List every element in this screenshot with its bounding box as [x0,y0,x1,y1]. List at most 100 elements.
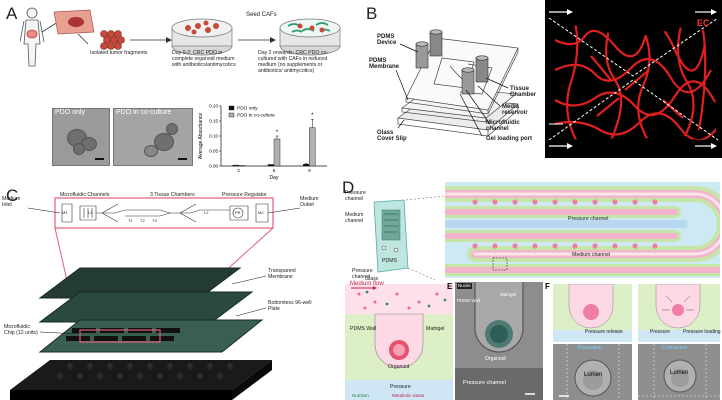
e-pdms-wall-label: PDMS Wall [457,298,480,303]
panel-c-letter: C [6,186,19,205]
pressure-loading-schematic [638,284,720,342]
pressure-release-label: Pressure release [585,329,623,335]
organoid-micrograph-graphic [455,282,543,400]
pdms-membrane-label: PDMS Membrane [369,58,400,70]
scale-bar [95,158,104,160]
m2-label: M2 [258,210,264,215]
vessel-network-graphic [548,9,719,149]
pressure-label: Pressure [390,384,411,390]
medium-channel-left-label: Medium channel [345,212,364,224]
pressure-release-schematic [553,284,632,342]
bar [273,138,281,167]
gel-loading-port-label: Gel loading port [486,136,532,142]
microfluidic-device-drawing [395,29,519,137]
step-day2-label: Day 2 onwards: CRC PDO co-cultured with … [258,50,329,74]
pressure-channel-top-label: Pressure channel [345,190,366,202]
legend-swatch [228,112,235,118]
medium-inlet-label: Medium Inlet [2,196,21,208]
legend-swatch [228,105,235,111]
serpentine-channel-graphic [445,182,720,278]
step-isolated-label: Isolated tumor fragments [90,50,148,56]
organoid-label: Organoid [388,364,410,370]
micrograph-pdo-only-label: PDO only [55,109,85,116]
bar [238,165,245,167]
significance-marker: * [311,113,314,119]
step-day0-label: Day 0-2: CRC PDO in complete organoid me… [172,50,236,68]
relaxation-label: Relaxation [578,345,602,351]
panel-b-letter: B [366,4,378,23]
ec-label: EC [697,18,710,28]
pressure-label-2: Pressure [650,329,671,335]
bar [267,164,275,167]
relaxation-micrograph [553,344,632,400]
endothelial-network-image: EC [545,0,722,158]
media-reservoir-tubes [415,29,489,95]
y-tick-label: 0.15 [209,119,218,124]
relaxation-micrograph-graphic [553,344,632,400]
t1-label: T1 [128,218,133,223]
step-seed-label: Seed CAFs [246,12,277,18]
tumor-fragments-icon [100,30,125,50]
pdms-device-label: PDMS Device [377,34,397,46]
pressure-channel-left-label: Pressure channel [352,268,373,280]
metabolic-waste-label: Metabolic waste [392,393,425,398]
microfluidic-chip-label: Microfluidic Chip (12 units) [4,324,38,336]
micrograph-pdo-only [52,108,110,166]
e-pressure-channel-label: Pressure channel [463,380,506,386]
organoid-micrograph [455,282,543,400]
pr-label: PR [235,210,241,215]
tissue-chambers-label: 3 Tissue Chambers [150,192,195,198]
culture-dish-day0-icon [171,18,233,56]
panel-a-workflow-graphic [20,7,341,67]
e-matrigel-label: Matrigel [500,292,517,297]
x-axis-label: Day [270,175,279,180]
contraction-micrograph-graphic [638,344,720,400]
pressure-regulator-label: Pressure Regulator [222,192,267,198]
t2-label: T2 [140,218,145,223]
zoom-medium-channel-label: Medium channel [572,252,611,258]
bar [309,127,316,167]
zoom-pressure-channel-label: Pressure channel [568,216,609,222]
l1-label: L1 [88,210,93,215]
chip-unit-schematic-frame [54,197,274,229]
pressure-loading-label: Pressure loading [683,329,721,335]
pdms-label: PDMS [382,258,397,264]
micrograph-coculture-label: PDO in co-culture [116,109,172,116]
organoid-chamber-schematic [345,280,453,400]
y-tick-label: 0.20 [209,104,218,109]
m1-label: M1 [62,210,68,215]
microfluidic-channels-label: Microfluidic Channels [60,192,110,198]
y-axis-label: Average Absorbance [198,113,204,160]
t3-label: T3 [152,218,157,223]
microfluidic-channel-label: Microfluidic channel [486,120,520,132]
tissue-chamber-label: Tissue Chamber [510,86,537,98]
lumen-label-1: Lumen [584,372,603,378]
micrograph-coculture [113,108,193,166]
contraction-label: Contraction [662,345,688,351]
culture-dish-coculture-icon [279,18,341,56]
panel-d-letter: D [342,178,355,197]
nuclei-label: Nuclei [457,283,472,289]
tumor-tissue-icon [53,9,95,35]
scale-bar [178,158,187,160]
y-tick-label: 0.05 [209,149,218,154]
panel-e-letter: E [447,282,453,291]
x-tick-label: 2 [237,168,240,173]
panel-c-chip-graphic [10,197,301,400]
y-tick-label: 0.00 [209,164,218,169]
panel-a-letter: A [6,4,18,23]
bar [232,164,239,167]
contraction-micrograph [638,344,720,400]
bottomless-plate-label: Bottomless 96-well Plate [268,300,312,312]
transparent-membrane-label: Transparent Membrane [268,268,296,280]
x-tick-label: 6 [273,168,276,173]
medium-flow-label: Medium flow [350,281,384,287]
media-reservoir-label: Media reservoir [502,104,528,116]
e-organoid-label: Organoid [485,356,506,362]
significance-marker: * [276,130,279,136]
x-tick-label: 9 [308,168,311,173]
glass-cover-slip-label: Glass Cover Slip [377,130,407,142]
bar [303,163,310,167]
chip-overview-graphic [373,196,444,285]
